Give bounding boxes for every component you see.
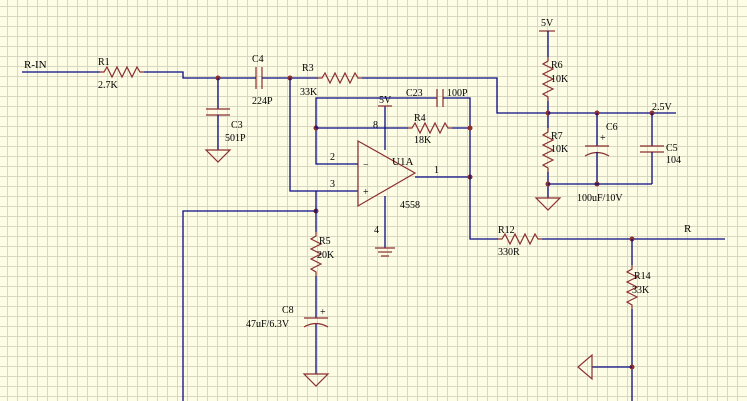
opamp-u1a — [357, 139, 417, 208]
r1-value: 2.7K — [98, 80, 119, 91]
ground-icon-c3 — [204, 149, 232, 163]
capacitor-c8-plate-bottom — [303, 322, 329, 328]
c5-value: 104 — [666, 155, 681, 166]
r3-ref: R3 — [302, 63, 314, 74]
r12-value: 330R — [498, 247, 520, 258]
c6-value: 100uF/10V — [577, 193, 623, 204]
r1-ref: R1 — [98, 57, 110, 68]
wire-c23-right — [443, 97, 471, 177]
r5-ref: R5 — [319, 236, 331, 247]
r4-ref: R4 — [414, 113, 426, 124]
resistor-r6 — [541, 57, 555, 101]
c5-ref: C5 — [666, 143, 678, 154]
c6-ref: C6 — [606, 122, 618, 133]
opamp-plus: + — [363, 187, 369, 198]
ground-icon-r14 — [577, 353, 593, 381]
pin-8-label: 8 — [373, 120, 378, 131]
c23-ref: C23 — [406, 88, 423, 99]
opamp-ref: U1A — [392, 156, 413, 168]
c8-polarity: + — [320, 307, 326, 318]
resistor-r4 — [408, 121, 452, 135]
net-label-r: R — [684, 223, 692, 235]
r3-value: 33K — [300, 87, 318, 98]
c4-value: 224P — [252, 96, 273, 107]
r7-ref: R7 — [551, 131, 563, 142]
resistor-r14 — [625, 265, 639, 309]
c6-polarity: + — [600, 133, 606, 144]
c23-value: 100P — [447, 88, 468, 99]
r12-ref: R12 — [498, 225, 515, 236]
c3-ref: C3 — [231, 120, 243, 131]
net-label-5v: 5V — [541, 18, 554, 29]
pin-3-label: 3 — [330, 179, 335, 190]
opamp-part: 4558 — [400, 200, 420, 211]
c4-ref: C4 — [252, 54, 264, 65]
wire-to-r12 — [469, 177, 498, 240]
c8-value: 47uF/6.3V — [246, 319, 290, 330]
c8-ref: C8 — [282, 305, 294, 316]
resistor-r5 — [309, 232, 323, 276]
r14-value: 33K — [632, 285, 650, 296]
wire-inv — [315, 128, 358, 165]
wire-r1-c4 — [144, 71, 250, 79]
r14-ref: R14 — [634, 271, 651, 282]
r5-value: 20K — [317, 250, 335, 261]
wire-to-noninv — [289, 78, 358, 192]
pin-4-label: 4 — [374, 225, 379, 236]
ground-icon-c8 — [302, 373, 330, 387]
resistor-r3 — [318, 71, 362, 85]
r6-ref: R6 — [551, 60, 563, 71]
wire-left-loop — [182, 210, 316, 401]
resistor-r12 — [498, 232, 542, 246]
r7-value: 10K — [551, 144, 569, 155]
net-label-r-in: R-IN — [24, 59, 47, 71]
pin-2-label: 2 — [330, 152, 335, 163]
resistor-r7 — [541, 128, 555, 172]
wire-c23-left — [315, 97, 437, 128]
r4-value: 18K — [414, 135, 432, 146]
pin-1-label: 1 — [434, 165, 439, 176]
opamp-minus: − — [363, 160, 369, 171]
c3-value: 501P — [225, 133, 246, 144]
net-label-2-5v: 2.5V — [652, 102, 673, 113]
wire-r3-vref — [362, 77, 548, 114]
resistor-r1 — [100, 65, 144, 79]
r6-value: 10K — [551, 74, 569, 85]
net-label-5v-opamp: 5V — [379, 95, 392, 106]
ground-icon-divider — [534, 197, 562, 211]
